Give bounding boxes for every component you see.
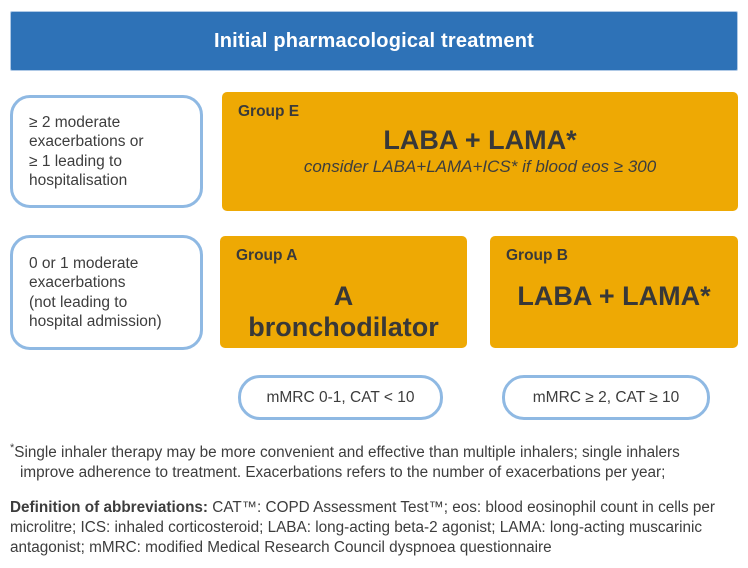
assessment-pill-a-text: mMRC 0-1, CAT < 10 xyxy=(266,388,415,406)
group-a-box: Group A A bronchodilator xyxy=(220,236,467,348)
group-a-treatment: A bronchodilator xyxy=(248,281,439,342)
group-e-treatment: LABA + LAMA* xyxy=(383,125,577,155)
group-b-treatment: LABA + LAMA* xyxy=(517,281,711,311)
criteria-box-exacerbations-high: ≥ 2 moderate exacerbations or ≥ 1 leadin… xyxy=(10,95,203,208)
footnote-asterisk-text: Single inhaler therapy may be more conve… xyxy=(14,444,680,482)
assessment-pill-group-b: mMRC ≥ 2, CAT ≥ 10 xyxy=(502,375,710,420)
definitions-text: CAT™: COPD Assessment Test™; eos: blood … xyxy=(10,499,716,557)
group-a-label: Group A xyxy=(236,247,298,264)
group-e-label: Group E xyxy=(238,103,300,120)
footnote-asterisk-symbol: * xyxy=(10,442,15,454)
criteria-box-exacerbations-low: 0 or 1 moderate exacerbations (not leadi… xyxy=(10,235,203,350)
criteria-text-high: ≥ 2 moderate exacerbations or ≥ 1 leadin… xyxy=(29,114,144,189)
assessment-pill-group-a: mMRC 0-1, CAT < 10 xyxy=(238,375,443,420)
footnote-asterisk: *Single inhaler therapy may be more conv… xyxy=(10,441,737,483)
criteria-text-low: 0 or 1 moderate exacerbations (not leadi… xyxy=(29,255,162,330)
header-bar: Initial pharmacological treatment xyxy=(10,11,738,71)
group-b-label: Group B xyxy=(506,247,568,264)
group-b-box: Group B LABA + LAMA* xyxy=(490,236,738,348)
group-e-note: consider LABA+LAMA+ICS* if blood eos ≥ 3… xyxy=(303,157,657,176)
assessment-pill-b-text: mMRC ≥ 2, CAT ≥ 10 xyxy=(532,388,680,406)
definitions-label: Definition of abbreviations: xyxy=(10,499,209,516)
footnote-definitions: Definition of abbreviations: CAT™: COPD … xyxy=(10,498,745,559)
page-title: Initial pharmacological treatment xyxy=(213,29,534,52)
group-e-box: Group E LABA + LAMA* consider LABA+LAMA+… xyxy=(222,92,738,211)
